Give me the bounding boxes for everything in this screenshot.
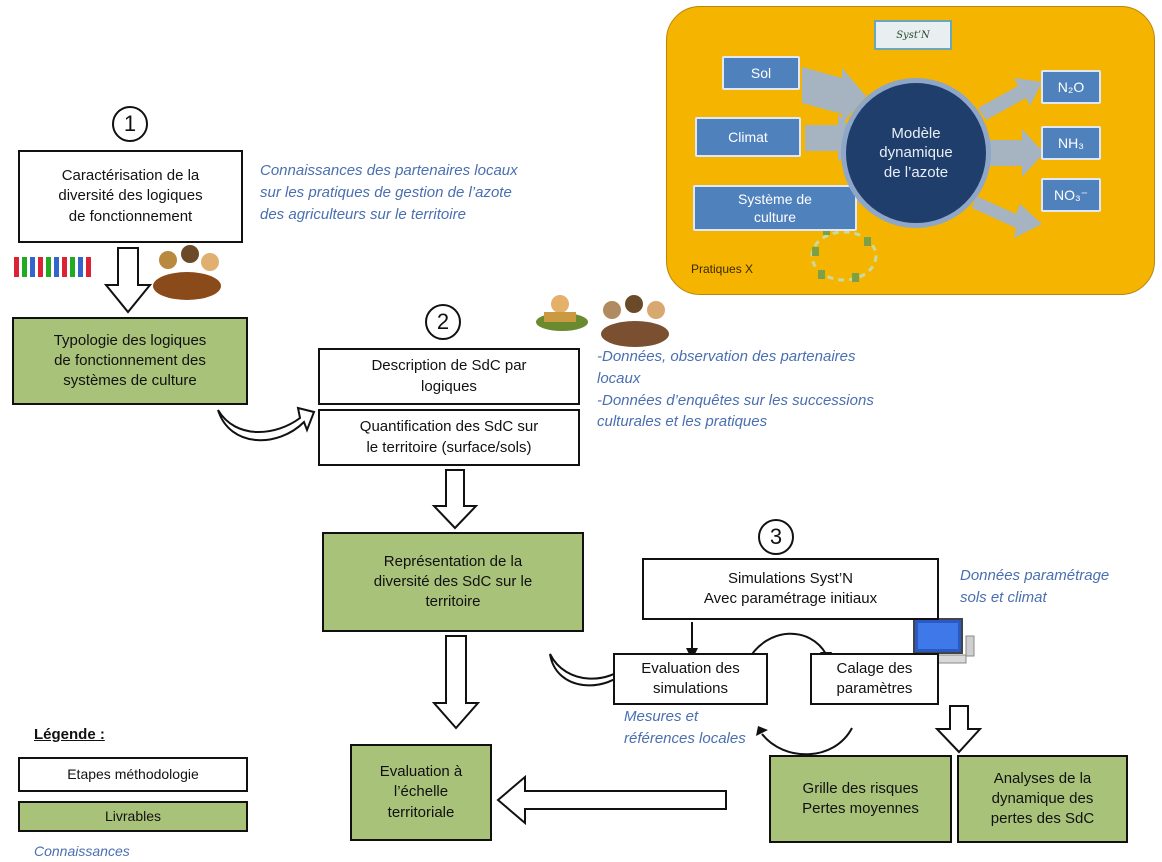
box-grille: Grille des risques Pertes moyennes	[769, 755, 952, 843]
box-quantification: Quantification des SdC sur le territoire…	[318, 409, 580, 466]
arrow-left-1	[496, 774, 727, 826]
step-1-marker: 1	[112, 106, 148, 142]
box-representation: Représentation de la diversité des SdC s…	[322, 532, 584, 632]
output-nh3: NH₃	[1041, 126, 1101, 160]
cycle-arrow-bottom	[761, 727, 853, 756]
arrow-down-3	[431, 635, 481, 730]
output-no3: NO₃⁻	[1041, 178, 1101, 212]
knowledge-donnees: -Données, observation des partenaires lo…	[597, 348, 874, 431]
legend-etapes: Etapes méthodologie	[18, 757, 248, 792]
knowledge-mesures: Mesures et références locales	[624, 708, 746, 747]
legend-title: Légende :	[34, 726, 105, 743]
systn-logo: Syst’N	[874, 20, 952, 50]
arrowhead	[756, 726, 768, 736]
step-3-marker: 3	[758, 519, 794, 555]
box-caracterisation: Caractérisation de la diversité des logi…	[18, 150, 243, 243]
box-typologie: Typologie des logiques de fonctionnement…	[12, 317, 248, 405]
box-calage: Calage des paramètres	[810, 653, 939, 705]
arrow-down-2	[431, 469, 479, 530]
box-evaluation-territoriale: Evaluation à l’échelle territoriale	[350, 744, 492, 841]
arrow-down-4	[934, 705, 983, 754]
input-sol: Sol	[722, 56, 800, 90]
box-simulations: Simulations Syst’N Avec paramétrage init…	[642, 558, 939, 620]
output-n2o: N₂O	[1041, 70, 1101, 104]
step-2-marker: 2	[425, 304, 461, 340]
knowledge-parametrage: Données paramétrage sols et climat	[960, 567, 1110, 606]
arrow-down-1	[103, 247, 153, 314]
model-azote: Modèle dynamique de l’azote	[841, 78, 991, 228]
box-evaluation-simulations: Evaluation des simulations	[613, 653, 768, 705]
input-systeme-de-culture: Système de culture	[693, 185, 857, 231]
meeting-people-icon	[150, 240, 225, 300]
input-climat: Climat	[695, 117, 801, 157]
box-analyses: Analyses de la dynamique des pertes des …	[957, 755, 1128, 843]
farmer-writing-icon	[532, 292, 590, 332]
arrow-curve-1	[217, 406, 316, 442]
meeting-people-icon-2	[598, 292, 673, 348]
group-people-icon	[14, 257, 94, 277]
knowledge-partenaires: Connaissances des partenaires locaux sur…	[260, 162, 518, 223]
legend-livrables: Livrables	[18, 801, 248, 832]
box-description: Description de SdC par logiques	[318, 348, 580, 405]
legend-connaissances: Connaissances	[34, 843, 130, 859]
pratiques-label: Pratiques X	[691, 262, 754, 276]
